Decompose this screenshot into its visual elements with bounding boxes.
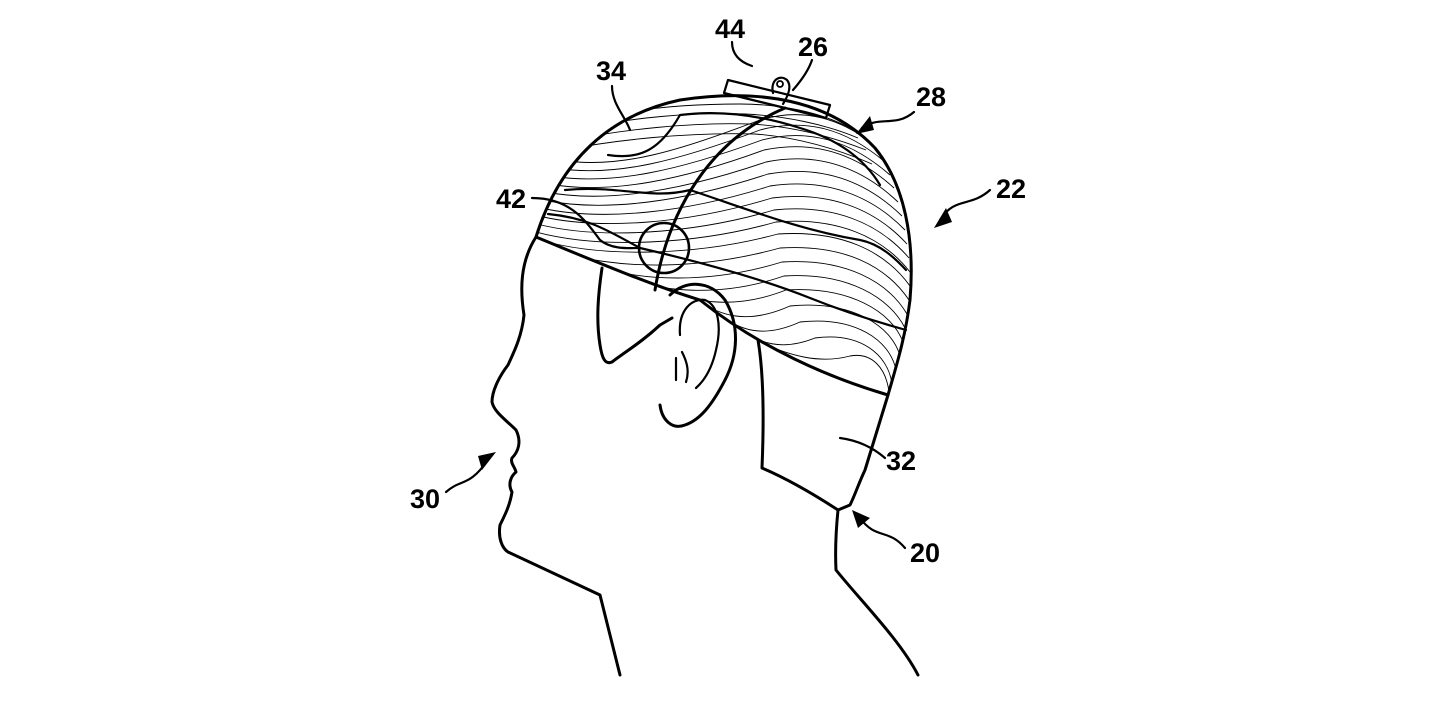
label-26: 26 <box>798 32 828 62</box>
leader-lines <box>444 40 992 550</box>
temple-contour <box>596 266 840 512</box>
label-34: 34 <box>596 56 626 86</box>
label-32: 32 <box>886 446 916 476</box>
label-30: 30 <box>410 484 440 514</box>
reference-numerals: 44 26 34 28 22 42 32 30 20 <box>410 14 1026 568</box>
head-profile <box>490 235 920 677</box>
cap-connector <box>722 76 832 120</box>
label-22: 22 <box>996 174 1026 204</box>
ear <box>658 282 737 428</box>
cap-contour-lines <box>536 103 911 393</box>
label-42: 42 <box>496 184 526 214</box>
label-20: 20 <box>910 538 940 568</box>
label-28: 28 <box>916 82 946 112</box>
cap-meridian-strap <box>653 106 787 292</box>
label-44: 44 <box>715 14 745 44</box>
cap <box>534 94 913 397</box>
